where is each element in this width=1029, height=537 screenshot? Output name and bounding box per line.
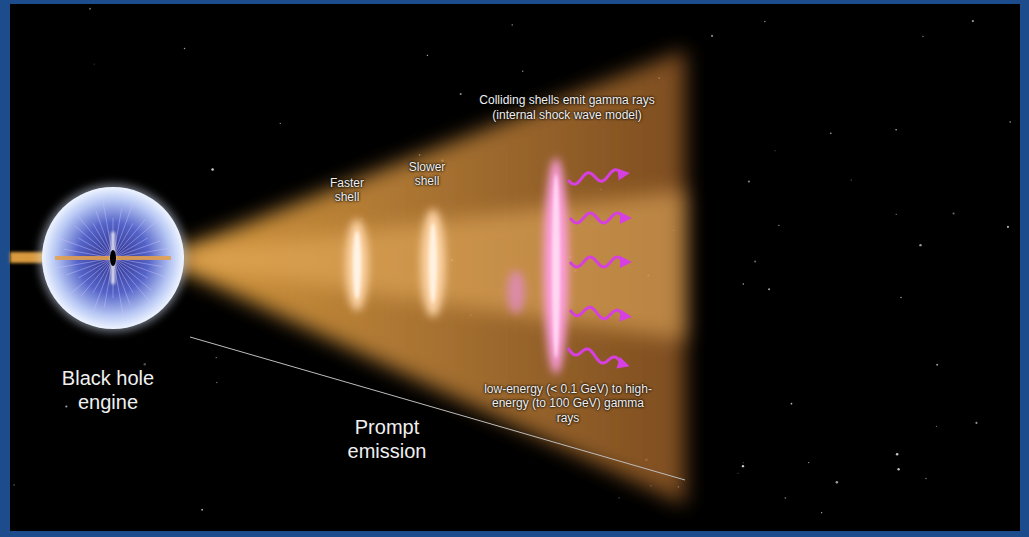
star: [711, 35, 713, 37]
section-label: Prompt emission: [332, 415, 442, 463]
star: [830, 133, 832, 135]
star: [211, 168, 214, 171]
wave-line: [570, 257, 624, 267]
star-ray: [113, 258, 152, 304]
arrowhead: [617, 168, 630, 180]
faster-shell-core: [353, 231, 361, 299]
gamma-ray-arrow: [570, 212, 632, 224]
star: [896, 214, 897, 215]
gamma-ray-arrow: [568, 168, 630, 184]
star-ray: [96, 211, 113, 258]
slower-shell: [421, 209, 445, 317]
star-rays: [54, 199, 172, 317]
star: [900, 297, 902, 299]
zoom-bracket-line: [190, 337, 685, 480]
faster-shell: [346, 219, 368, 311]
star: [184, 48, 185, 49]
star: [936, 364, 938, 366]
star: [895, 129, 897, 131]
wave-line: [570, 213, 624, 223]
star: [919, 244, 921, 246]
shell-label: Faster shell: [322, 176, 372, 205]
star: [618, 497, 619, 498]
star: [936, 426, 937, 427]
star-ray: [113, 258, 130, 305]
star: [743, 462, 744, 463]
arrowhead: [619, 310, 632, 322]
energy-note: low-energy (< 0.1 GeV) to high-energy (t…: [483, 382, 653, 425]
engine-beam: [111, 232, 115, 284]
star: [768, 288, 770, 290]
star: [280, 123, 281, 124]
star-field: [13, 8, 1011, 514]
collapsing-star: [42, 187, 184, 329]
star: [216, 382, 217, 383]
jet-cone: [178, 50, 685, 505]
star: [460, 93, 462, 95]
star: [953, 212, 955, 214]
star: [1007, 226, 1009, 228]
star: [972, 20, 974, 22]
star: [821, 512, 822, 513]
space-background: [10, 4, 1020, 531]
gamma-ray-arrow: [570, 256, 632, 268]
colliding-shells-core: [552, 174, 560, 358]
wave-line: [568, 348, 622, 364]
star: [144, 363, 146, 365]
gamma-ray-arrow: [570, 307, 632, 321]
star: [775, 150, 776, 151]
star: [738, 473, 739, 474]
star: [925, 478, 927, 480]
star: [94, 63, 95, 64]
star: [201, 509, 203, 511]
star: [1009, 121, 1011, 123]
star: [808, 462, 809, 463]
arrowhead: [620, 212, 632, 224]
star: [522, 71, 523, 72]
star-ray: [67, 258, 113, 297]
black-hole: [110, 250, 116, 266]
star: [65, 406, 67, 408]
star-ray: [113, 241, 160, 258]
jet-core: [178, 190, 685, 340]
star: [897, 468, 899, 470]
caption-note: Colliding shells emit gamma rays (intern…: [462, 93, 672, 123]
slower-shell-core: [429, 223, 437, 303]
shell-fragment: [507, 270, 525, 314]
arrowhead: [616, 357, 629, 369]
star: [975, 422, 977, 424]
star: [836, 481, 838, 483]
gamma-ray-arrows: [568, 168, 632, 368]
wave-line: [570, 307, 624, 318]
star: [742, 465, 744, 467]
star: [922, 36, 924, 38]
star-ray: [113, 219, 159, 258]
star: [791, 403, 793, 405]
star: [896, 453, 899, 456]
colliding-shells: [544, 158, 568, 374]
star: [785, 497, 787, 499]
star: [216, 357, 217, 358]
star: [89, 8, 91, 10]
star: [427, 55, 428, 56]
star: [778, 225, 779, 226]
star: [13, 484, 14, 485]
star: [764, 21, 765, 22]
shell-label: Slower shell: [401, 160, 453, 189]
star: [512, 24, 513, 25]
engine-label: Black hole engine: [43, 366, 173, 414]
star-ray: [66, 258, 113, 275]
star: [743, 283, 745, 285]
arrowhead: [620, 256, 632, 268]
star-ray: [74, 212, 113, 258]
star: [851, 179, 852, 180]
star: [748, 180, 750, 182]
sphere-glow: [39, 184, 187, 332]
star: [754, 260, 756, 262]
wave-line: [568, 170, 622, 184]
gamma-ray-arrow: [568, 348, 630, 369]
